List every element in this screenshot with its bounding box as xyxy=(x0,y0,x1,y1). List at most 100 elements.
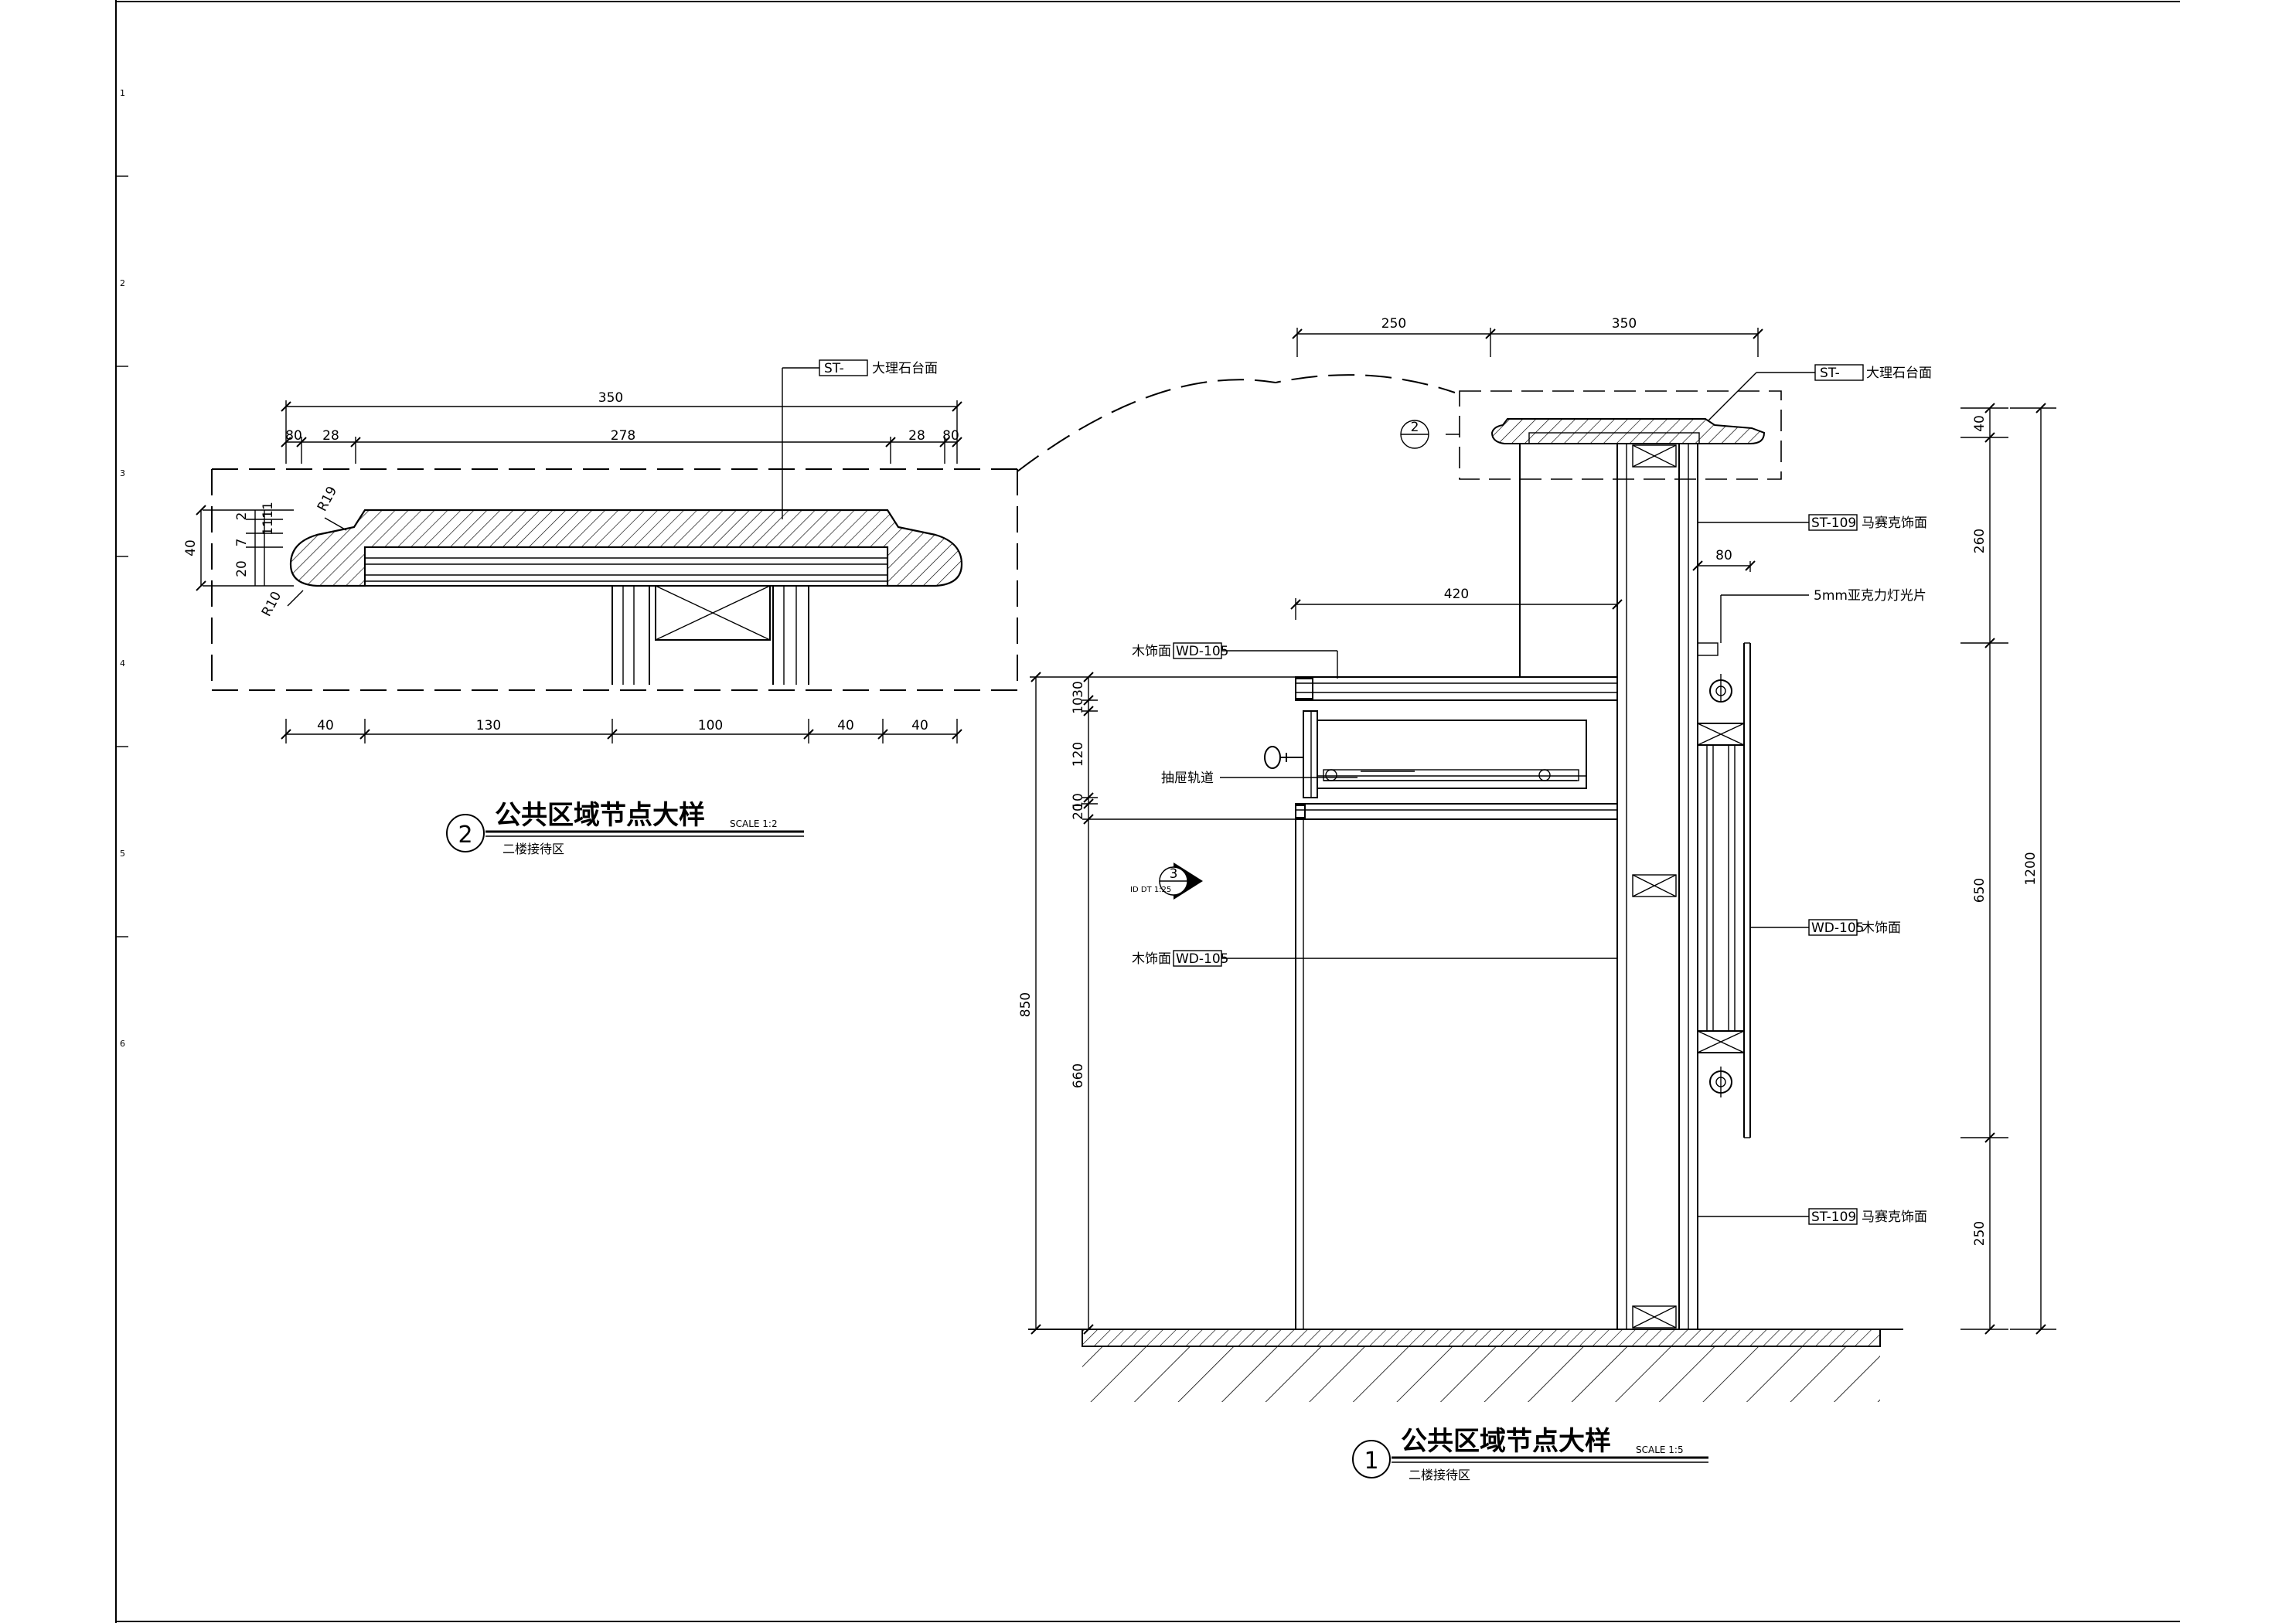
dim-text: 80 xyxy=(942,428,959,444)
dim-bottom-row: 40 130 100 40 40 xyxy=(281,718,962,743)
dim-text: 28 xyxy=(322,428,339,444)
detail-1: 250 350 2 xyxy=(1018,316,2056,1482)
dim-text: 20 xyxy=(234,560,250,577)
tag-text: 木饰面 xyxy=(1132,951,1171,967)
margin-number: 4 xyxy=(120,658,125,669)
tag-text: 大理石台面 xyxy=(1866,366,1932,381)
tag-code: ST-109 xyxy=(1811,515,1856,531)
tag-code: WD-105 xyxy=(1176,644,1228,659)
detail-title: 公共区域节点大样 xyxy=(1401,1426,1611,1457)
tag-acrylic: 5mm亚克力灯光片 xyxy=(1720,588,1926,643)
dim-80: 80 xyxy=(1692,548,1756,572)
dim-text: 420 xyxy=(1444,587,1469,602)
dim-text: 40 xyxy=(183,539,199,556)
dim-350-overall: 350 xyxy=(281,390,962,464)
dim-text: 80 xyxy=(1715,548,1732,563)
detail-title: 公共区域节点大样 xyxy=(495,800,705,831)
detail-number: 2 xyxy=(458,822,472,849)
lower-cabinet xyxy=(1295,819,1304,1329)
radius-top-label: R19 xyxy=(315,484,340,514)
ref-bubble-number: 2 xyxy=(1411,420,1419,435)
dim-text: 120 xyxy=(1071,742,1086,767)
detail-2: 350 80 28 278 28 80 xyxy=(183,359,1018,856)
dim-420: 420 xyxy=(1290,587,1623,620)
tag-code: ST- xyxy=(824,361,844,376)
margin-number: 6 xyxy=(120,1039,125,1049)
marble-top-section xyxy=(289,509,963,587)
dim-text: 130 xyxy=(476,718,501,733)
tag-text: 抽屉轨道 xyxy=(1161,771,1214,786)
floor-slab xyxy=(1028,1329,1903,1402)
dim-text: 40 xyxy=(911,718,928,733)
tag-wood-top: 木饰面 WD-105 xyxy=(1132,642,1338,679)
dim-text: 40 xyxy=(317,718,334,733)
section-ref-number: 3 xyxy=(1170,866,1178,882)
tag-marble-top-detail2: ST- 大理石台面 xyxy=(782,359,938,519)
dim-text: 40 xyxy=(837,718,854,733)
dim-text: 7 xyxy=(234,539,250,547)
callout-curve xyxy=(1017,374,1456,472)
tag-wood-right: WD-105 木饰面 xyxy=(1750,919,1901,936)
section-marker: 3 ID DT 1:25 xyxy=(1130,863,1203,900)
detail-scale: SCALE 1:5 xyxy=(1636,1444,1684,1455)
detail-subtitle: 二楼接待区 xyxy=(502,842,564,856)
tag-text: 木饰面 xyxy=(1862,920,1901,936)
light-box xyxy=(1697,642,1751,1138)
margin-number: 3 xyxy=(120,468,125,478)
dim-text: 250 xyxy=(1972,1221,1988,1246)
tag-marble-top-detail1: ST- 大理石台面 xyxy=(1708,364,1932,421)
cabinet-drawer xyxy=(1264,676,1618,820)
tag-text: 木饰面 xyxy=(1132,644,1171,659)
dim-text: 250 xyxy=(1381,316,1406,332)
support-frame xyxy=(611,585,809,685)
dim-text: 1200 xyxy=(2023,852,2039,885)
dim-text: 10 xyxy=(1071,697,1086,714)
marble-top xyxy=(1490,418,1766,444)
tag-code: WD-105 xyxy=(1811,920,1864,936)
dim-text: 11 xyxy=(261,519,276,536)
dim-text: 350 xyxy=(1612,316,1637,332)
tag-text: 大理石台面 xyxy=(872,361,938,376)
margin-number: 1 xyxy=(120,88,125,98)
tag-mosaic-lower: ST-109 马赛克饰面 xyxy=(1698,1208,1927,1225)
dim-text: 2 xyxy=(234,512,250,521)
dim-text: 30 xyxy=(1071,681,1086,698)
dim-text: 100 xyxy=(698,718,723,733)
dim-text: 20 xyxy=(1071,803,1086,820)
dim-text: 10 xyxy=(1071,793,1086,810)
detail-scale: SCALE 1:2 xyxy=(730,818,778,829)
tag-text: 5mm亚克力灯光片 xyxy=(1814,588,1926,604)
detail-2-boundary xyxy=(211,468,1018,691)
dim-text: 350 xyxy=(598,390,623,406)
margin-number: 2 xyxy=(120,278,125,288)
margin-ruler: 1 2 3 4 5 6 xyxy=(116,88,128,1049)
detail-number: 1 xyxy=(1364,1448,1378,1475)
marble-callout-box: 2 xyxy=(1400,390,1782,480)
dim-text: 660 xyxy=(1071,1063,1086,1088)
dim-text: 850 xyxy=(1018,992,1034,1017)
detail-subtitle: 二楼接待区 xyxy=(1409,1468,1470,1482)
central-panel xyxy=(1616,443,1698,1329)
tag-mosaic-upper: ST-109 马赛克饰面 xyxy=(1698,514,1927,531)
dim-text: 260 xyxy=(1972,529,1988,553)
tag-text: 马赛克饰面 xyxy=(1862,1209,1927,1225)
margin-number: 5 xyxy=(120,849,125,859)
tag-wood-lower: 木饰面 WD-105 xyxy=(1132,950,1617,967)
dim-text: 11 xyxy=(261,502,276,519)
dim-right-stack: 40 260 650 250 1200 xyxy=(1960,403,2056,1335)
dim-left-stack-detail1: 850 30 10 120 10 20 660 xyxy=(1018,672,1296,1335)
dim-top-detail1: 250 350 xyxy=(1292,316,1763,357)
tag-drawer-rail: 抽屉轨道 xyxy=(1161,771,1358,786)
radius-bottom-label: R10 xyxy=(259,589,284,619)
section-ref-text: ID DT 1:25 xyxy=(1130,886,1171,894)
sheet-frame xyxy=(115,0,2180,1623)
detail-1-title-block: 1 公共区域节点大样 SCALE 1:5 二楼接待区 xyxy=(1352,1426,1708,1482)
tag-code: ST-109 xyxy=(1811,1210,1856,1225)
tag-code: WD-105 xyxy=(1176,951,1228,967)
detail-2-title-block: 2 公共区域节点大样 SCALE 1:2 二楼接待区 xyxy=(446,800,804,856)
dim-text: 40 xyxy=(1972,415,1988,432)
dim-text: 80 xyxy=(285,428,302,444)
dim-text: 28 xyxy=(908,428,925,444)
dim-text: 278 xyxy=(611,428,635,444)
